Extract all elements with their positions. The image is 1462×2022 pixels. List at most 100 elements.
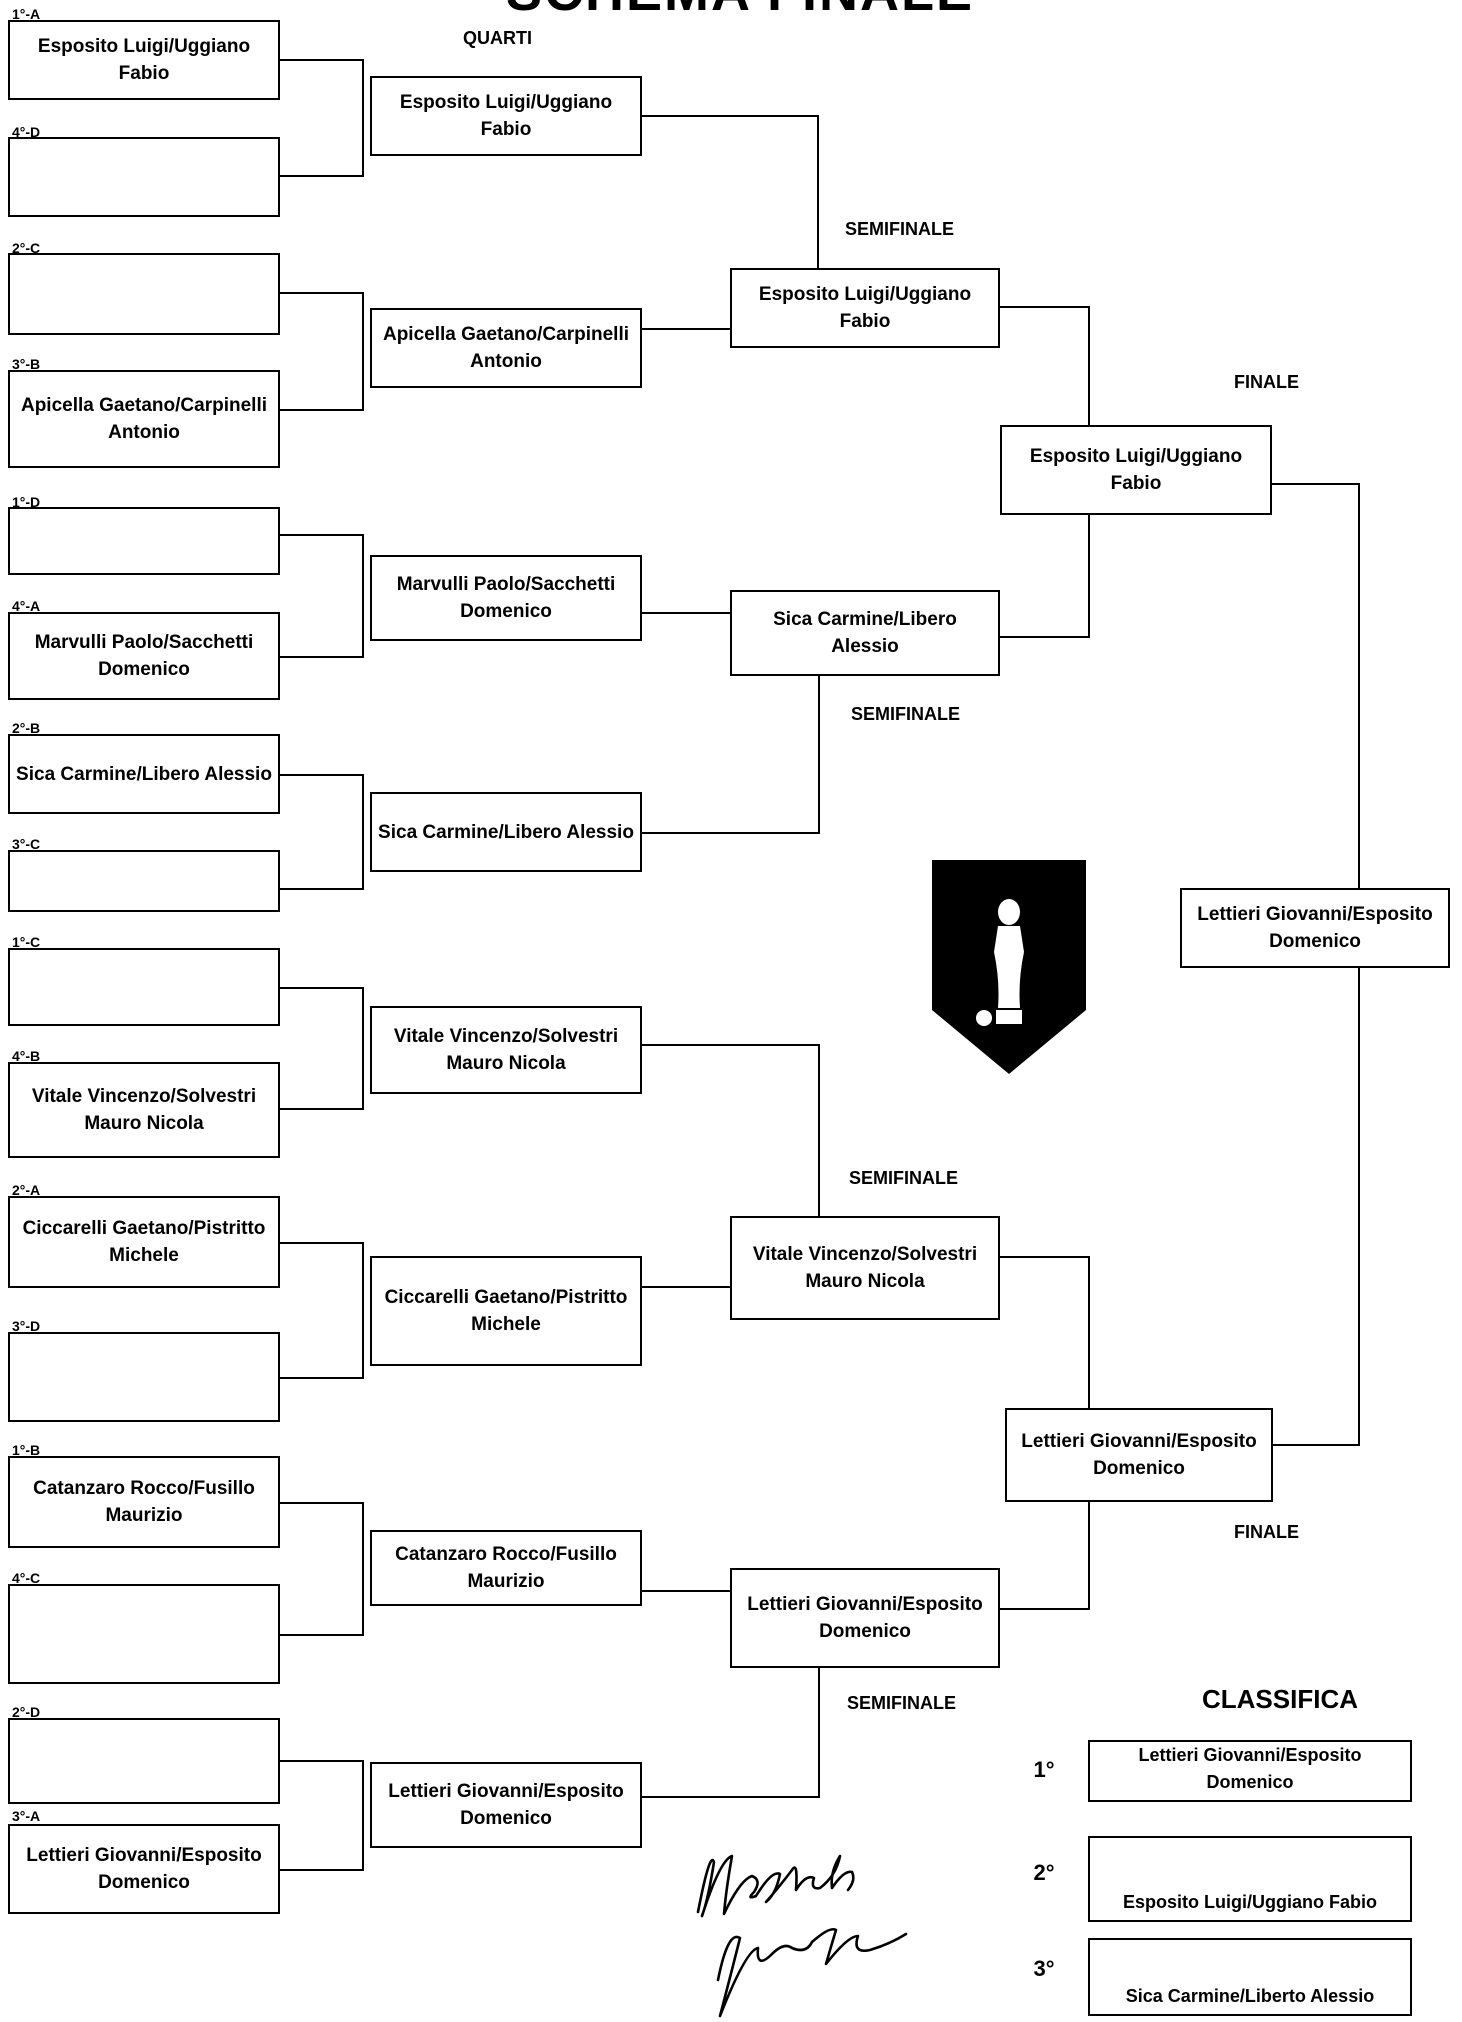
- bracket-connector-line: [1358, 483, 1360, 888]
- semifinale-label-4: SEMIFINALE: [847, 1693, 957, 1713]
- semi-slot: Esposito Luigi/Uggiano Fabio: [730, 268, 1000, 348]
- bracket-connector-line: [1000, 636, 1090, 638]
- bracket-connector-line: [1358, 968, 1360, 1446]
- signature-icon: [696, 1854, 908, 2018]
- classifica-title: CLASSIFICA: [1202, 1684, 1358, 1714]
- finale-label-2: FINALE: [1234, 1522, 1299, 1542]
- seed-label: 4°-C: [12, 1570, 41, 1586]
- bracket-connector-line: [1088, 1502, 1090, 1610]
- first-round-slot: [8, 507, 280, 575]
- place-3-label: 3°: [1033, 1956, 1055, 1981]
- first-round-slot: Vitale Vincenzo/Solvestri Mauro Nicola: [8, 1062, 280, 1158]
- semifinale-label-1: SEMIFINALE: [845, 219, 955, 239]
- seed-label: 4°-D: [12, 124, 41, 140]
- seed-label: 4°-A: [12, 598, 41, 614]
- seed-label: 3°-A: [12, 1808, 41, 1824]
- first-round-slot: Marvulli Paolo/Sacchetti Domenico: [8, 612, 280, 700]
- first-round-slot: [8, 1718, 280, 1804]
- quarter-slot: Sica Carmine/Libero Alessio: [370, 792, 642, 872]
- bracket-connector-line: [362, 59, 364, 177]
- first-round-slot: Catanzaro Rocco/Fusillo Maurizio: [8, 1456, 280, 1548]
- bracket-connector-line: [362, 1760, 364, 1871]
- quarter-slot: Ciccarelli Gaetano/Pistritto Michele: [370, 1256, 642, 1366]
- bracket-connector-line: [1272, 483, 1360, 485]
- seed-label: 3°-B: [12, 356, 41, 372]
- bracket-connector-line: [642, 612, 730, 614]
- page-title: SCHEMA FINALE: [500, 0, 980, 22]
- first-round-slot: [8, 137, 280, 217]
- quarter-slot: Lettieri Giovanni/Esposito Domenico: [370, 1762, 642, 1848]
- first-round-slot: [8, 1584, 280, 1684]
- bracket-connector-line: [280, 987, 362, 989]
- seed-label: 2°-C: [12, 240, 41, 256]
- bracket-connector-line: [280, 774, 362, 776]
- quarter-slot: Esposito Luigi/Uggiano Fabio: [370, 76, 642, 156]
- trophy-icon: [932, 860, 1086, 1074]
- semi-slot: Lettieri Giovanni/Esposito Domenico: [730, 1568, 1000, 1668]
- quarter-slot: Vitale Vincenzo/Solvestri Mauro Nicola: [370, 1006, 642, 1094]
- semifinale-label-2: SEMIFINALE: [851, 704, 961, 724]
- bracket-connector-line: [280, 888, 362, 890]
- bracket-connector-line: [1088, 1256, 1090, 1408]
- bracket-connector-line: [1000, 1608, 1090, 1610]
- quarti-label: QUARTI: [463, 28, 532, 48]
- first-round-slot: [8, 1332, 280, 1422]
- seed-label: 4°-B: [12, 1048, 41, 1064]
- final-slot: Lettieri Giovanni/Esposito Domenico: [1005, 1408, 1273, 1502]
- first-round-slot: [8, 253, 280, 335]
- bracket-connector-line: [642, 832, 820, 834]
- semifinale-label-3: SEMIFINALE: [849, 1168, 959, 1188]
- bracket-connector-line: [280, 1869, 362, 1871]
- first-round-slot: [8, 850, 280, 912]
- bracket-connector-line: [362, 292, 364, 411]
- bracket-connector-line: [817, 115, 819, 268]
- first-round-slot: Lettieri Giovanni/Esposito Domenico: [8, 1824, 280, 1914]
- first-round-slot: Ciccarelli Gaetano/Pistritto Michele: [8, 1196, 280, 1288]
- place-1-slot: Lettieri Giovanni/Esposito Domenico: [1088, 1740, 1412, 1802]
- bracket-connector-line: [1000, 1256, 1090, 1258]
- place-1-label: 1°: [1033, 1757, 1055, 1782]
- bracket-connector-line: [1088, 306, 1090, 425]
- bracket-connector-line: [642, 328, 730, 330]
- first-round-slot: [8, 948, 280, 1026]
- bracket-connector-line: [280, 1108, 362, 1110]
- first-round-slot: Sica Carmine/Libero Alessio: [8, 734, 280, 814]
- place-2-slot: Esposito Luigi/Uggiano Fabio: [1088, 1836, 1412, 1922]
- bracket-connector-line: [642, 1286, 730, 1288]
- bracket-connector-line: [1088, 515, 1090, 638]
- seed-label: 1°-A: [12, 6, 41, 22]
- semi-slot: Sica Carmine/Libero Alessio: [730, 590, 1000, 676]
- bracket-connector-line: [280, 1377, 362, 1379]
- bracket-connector-line: [1273, 1444, 1360, 1446]
- place-3-slot: Sica Carmine/Liberto Alessio: [1088, 1938, 1412, 2016]
- bracket-connector-line: [362, 774, 364, 890]
- seed-label: 1°-D: [12, 494, 41, 510]
- winner-slot: Lettieri Giovanni/Esposito Domenico: [1180, 888, 1450, 968]
- seed-label: 1°-C: [12, 934, 41, 950]
- bracket-connector-line: [362, 987, 364, 1110]
- bracket-connector-line: [280, 1242, 362, 1244]
- seed-label: 2°-D: [12, 1704, 41, 1720]
- bracket-connector-line: [280, 175, 362, 177]
- bracket-connector-line: [642, 1590, 730, 1592]
- seed-label: 3°-C: [12, 836, 41, 852]
- first-round-slot: Esposito Luigi/Uggiano Fabio: [8, 20, 280, 100]
- quarter-slot: Marvulli Paolo/Sacchetti Domenico: [370, 555, 642, 641]
- bracket-connector-line: [280, 656, 362, 658]
- bracket-connector-line: [362, 534, 364, 658]
- first-round-slot: Apicella Gaetano/Carpinelli Antonio: [8, 370, 280, 468]
- bracket-connector-line: [280, 534, 362, 536]
- bracket-connector-line: [280, 292, 362, 294]
- bracket-connector-line: [280, 1502, 362, 1504]
- seed-label: 3°-D: [12, 1318, 41, 1334]
- seed-label: 2°-B: [12, 720, 41, 736]
- bracket-connector-line: [642, 1044, 820, 1046]
- bracket-connector-line: [642, 1796, 820, 1798]
- seed-label: 1°-B: [12, 1442, 41, 1458]
- bracket-connector-line: [362, 1502, 364, 1636]
- bracket-connector-line: [1000, 306, 1090, 308]
- quarter-slot: Apicella Gaetano/Carpinelli Antonio: [370, 308, 642, 388]
- quarter-slot: Catanzaro Rocco/Fusillo Maurizio: [370, 1530, 642, 1606]
- seed-label: 2°-A: [12, 1182, 41, 1198]
